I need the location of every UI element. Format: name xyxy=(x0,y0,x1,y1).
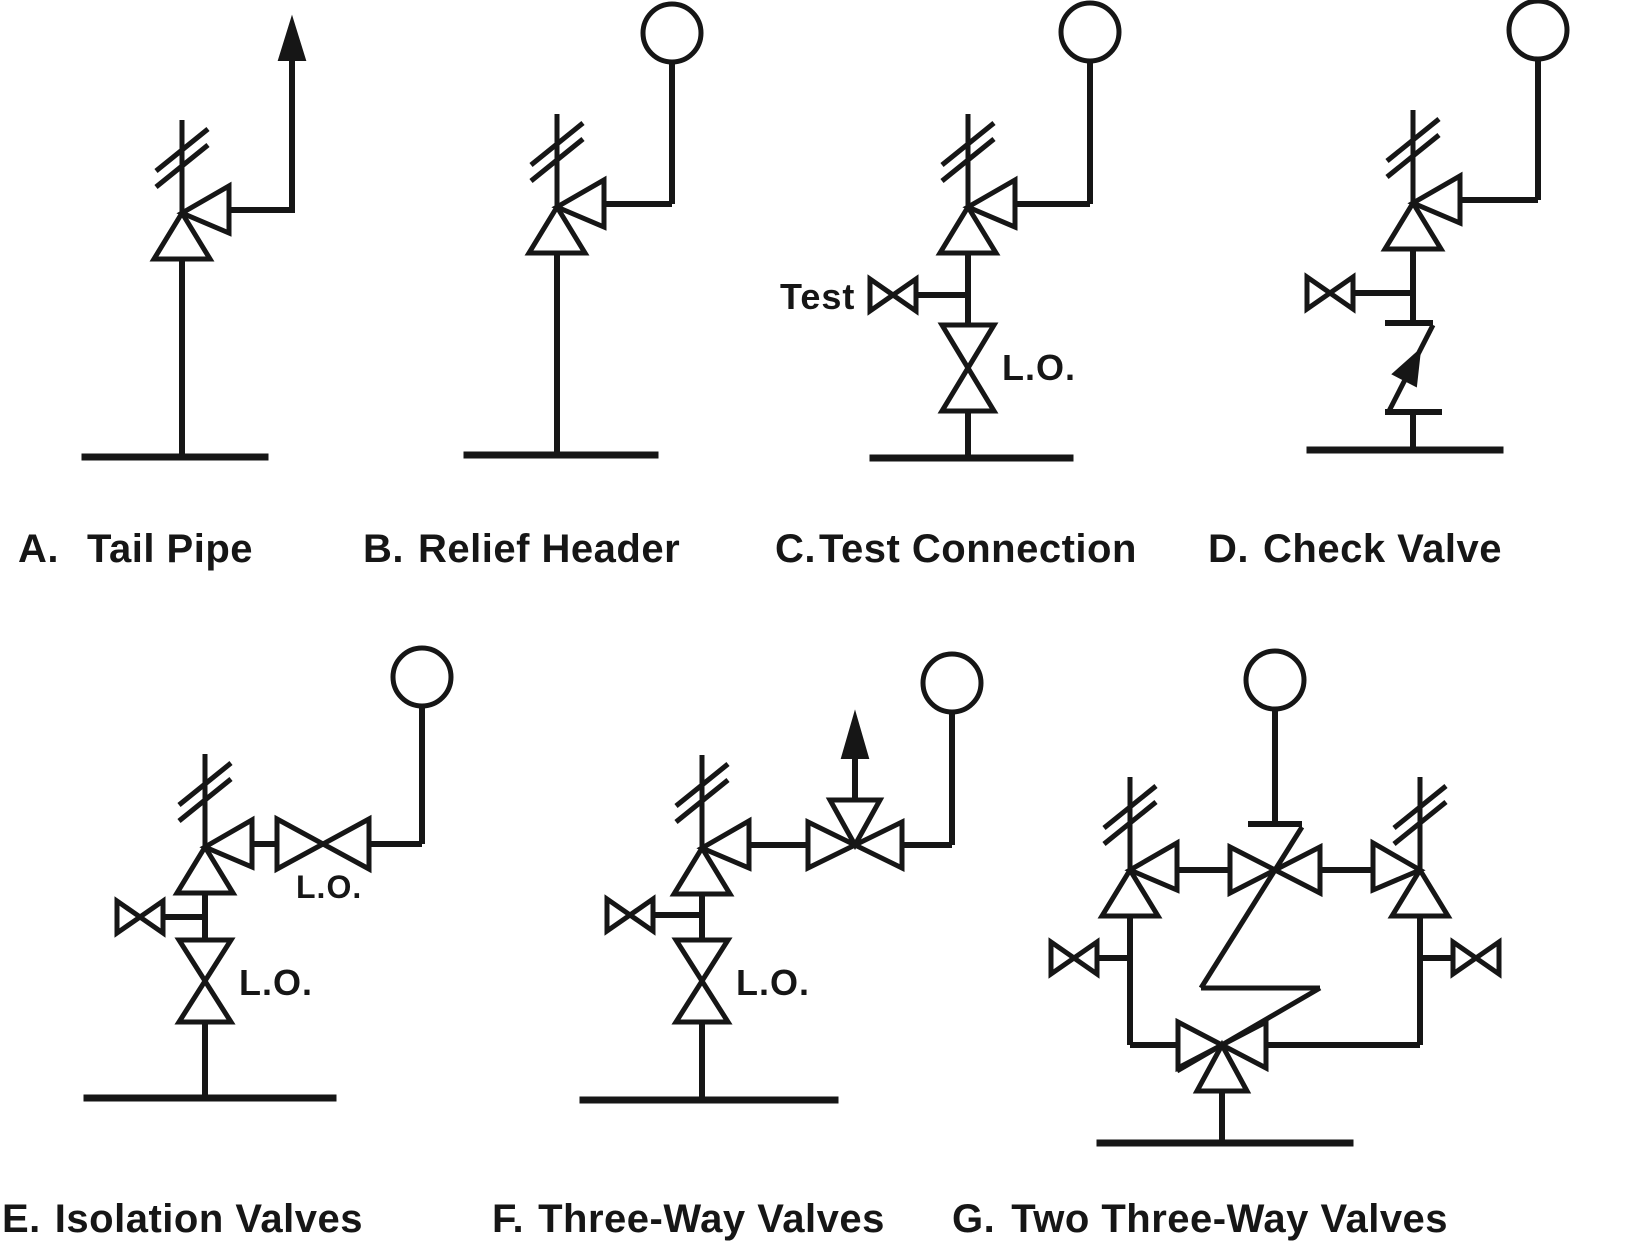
spring-marks-icon xyxy=(154,120,210,213)
caption-prefix: B. xyxy=(363,527,404,571)
vent-arrow-icon xyxy=(840,709,870,800)
locked-open-label: L.O. xyxy=(1002,347,1076,388)
relief-valve-symbol xyxy=(149,120,232,262)
locked-open-label: L.O. xyxy=(736,962,810,1003)
caption-prefix: A. xyxy=(18,527,59,571)
caption-title: Test Connection xyxy=(819,527,1137,571)
test-valve-symbol xyxy=(604,894,656,936)
relief-valve-symbol xyxy=(1380,110,1463,252)
diagram-relief-header xyxy=(463,1,704,459)
test-label: Test xyxy=(780,276,855,317)
caption-prefix: G. xyxy=(952,1197,996,1241)
caption-three-way-valves: F. Three-Way Valves xyxy=(492,1197,885,1242)
three-way-valve-symbol xyxy=(805,797,905,873)
caption-title: Two Three-Way Valves xyxy=(1011,1197,1449,1241)
gate-valve-lo-symbol xyxy=(671,937,733,1025)
gate-valve-lo-symbol xyxy=(937,322,999,414)
spring-marks-icon xyxy=(1385,110,1441,203)
valve-outlet-triangle xyxy=(696,816,752,872)
caption-prefix: F. xyxy=(492,1197,525,1241)
caption-prefix: C. xyxy=(775,527,816,571)
vent-arrow-icon xyxy=(277,14,307,61)
relief-header-circle-icon xyxy=(1506,0,1570,62)
relief-valve-symbol xyxy=(524,114,607,256)
caption-title: Relief Header xyxy=(418,527,681,571)
three-way-valve-symbol xyxy=(1175,1017,1269,1094)
spring-marks-icon xyxy=(1102,777,1158,870)
valve-outlet-triangle xyxy=(1407,171,1463,227)
valve-outlet-triangle xyxy=(1124,838,1180,894)
diagram-three-way-valves: L.O. xyxy=(579,651,984,1104)
diagram-two-three-way-valves xyxy=(1048,648,1502,1147)
relief-valve-symbol xyxy=(669,755,752,897)
spring-marks-icon xyxy=(1392,777,1448,870)
gate-valve-lo-symbol xyxy=(274,814,372,874)
diagram-isolation-valves: L.O. L.O. xyxy=(83,645,454,1102)
caption-check-valve: D. Check Valve xyxy=(1208,527,1502,572)
spring-marks-icon xyxy=(529,114,585,207)
caption-title: Three-Way Valves xyxy=(538,1197,885,1241)
valve-outlet-triangle xyxy=(199,815,255,871)
spring-marks-icon xyxy=(177,754,233,847)
relief-valve-symbol xyxy=(935,114,1018,256)
valve-outlet-triangle xyxy=(551,175,607,231)
spring-marks-icon xyxy=(674,755,730,848)
gate-valve-lo-symbol xyxy=(174,937,236,1025)
diagram-tail-pipe xyxy=(81,14,307,461)
test-valve-symbol xyxy=(1304,272,1356,314)
caption-two-three-way-valves: G. Two Three-Way Valves xyxy=(952,1197,1448,1242)
relief-valve-symbol xyxy=(1097,777,1180,919)
caption-prefix: E. xyxy=(2,1197,41,1241)
spring-marks-icon xyxy=(940,114,996,207)
valve-outlet-triangle xyxy=(1370,838,1426,894)
locked-open-label: L.O. xyxy=(296,869,362,905)
test-valve-symbol xyxy=(867,274,919,316)
test-valve-symbol xyxy=(114,896,166,938)
caption-isolation-valves: E. Isolation Valves xyxy=(2,1197,363,1242)
caption-prefix: D. xyxy=(1208,527,1249,571)
valve-inlet-triangle xyxy=(149,208,215,262)
tail-pipe-line xyxy=(229,60,295,213)
relief-header-circle-icon xyxy=(640,1,704,65)
caption-tail-pipe: A. Tail Pipe xyxy=(18,527,253,572)
caption-relief-header: B. Relief Header xyxy=(363,527,680,572)
diagram-test-connection: Test L.O. xyxy=(780,0,1122,462)
relief-header-circle-icon xyxy=(1243,648,1307,712)
diagram-check-valve xyxy=(1304,0,1570,454)
caption-title: Tail Pipe xyxy=(87,527,254,571)
locked-open-label: L.O. xyxy=(239,962,313,1003)
test-valve-symbol xyxy=(1450,937,1502,979)
relief-valve-symbol xyxy=(1370,777,1453,919)
test-valve-symbol xyxy=(1048,937,1100,979)
caption-title: Check Valve xyxy=(1263,527,1502,571)
caption-title: Isolation Valves xyxy=(54,1197,363,1241)
check-valve-symbol xyxy=(1385,320,1442,415)
relief-header-circle-icon xyxy=(920,651,984,715)
relief-valve-symbol xyxy=(172,754,255,896)
flow-arrowhead-icon xyxy=(1391,347,1422,388)
three-way-valve-symbol xyxy=(1227,821,1323,898)
caption-test-connection: C.Test Connection xyxy=(775,527,1137,572)
relief-header-circle-icon xyxy=(1058,0,1122,64)
valve-outlet-triangle xyxy=(962,175,1018,231)
